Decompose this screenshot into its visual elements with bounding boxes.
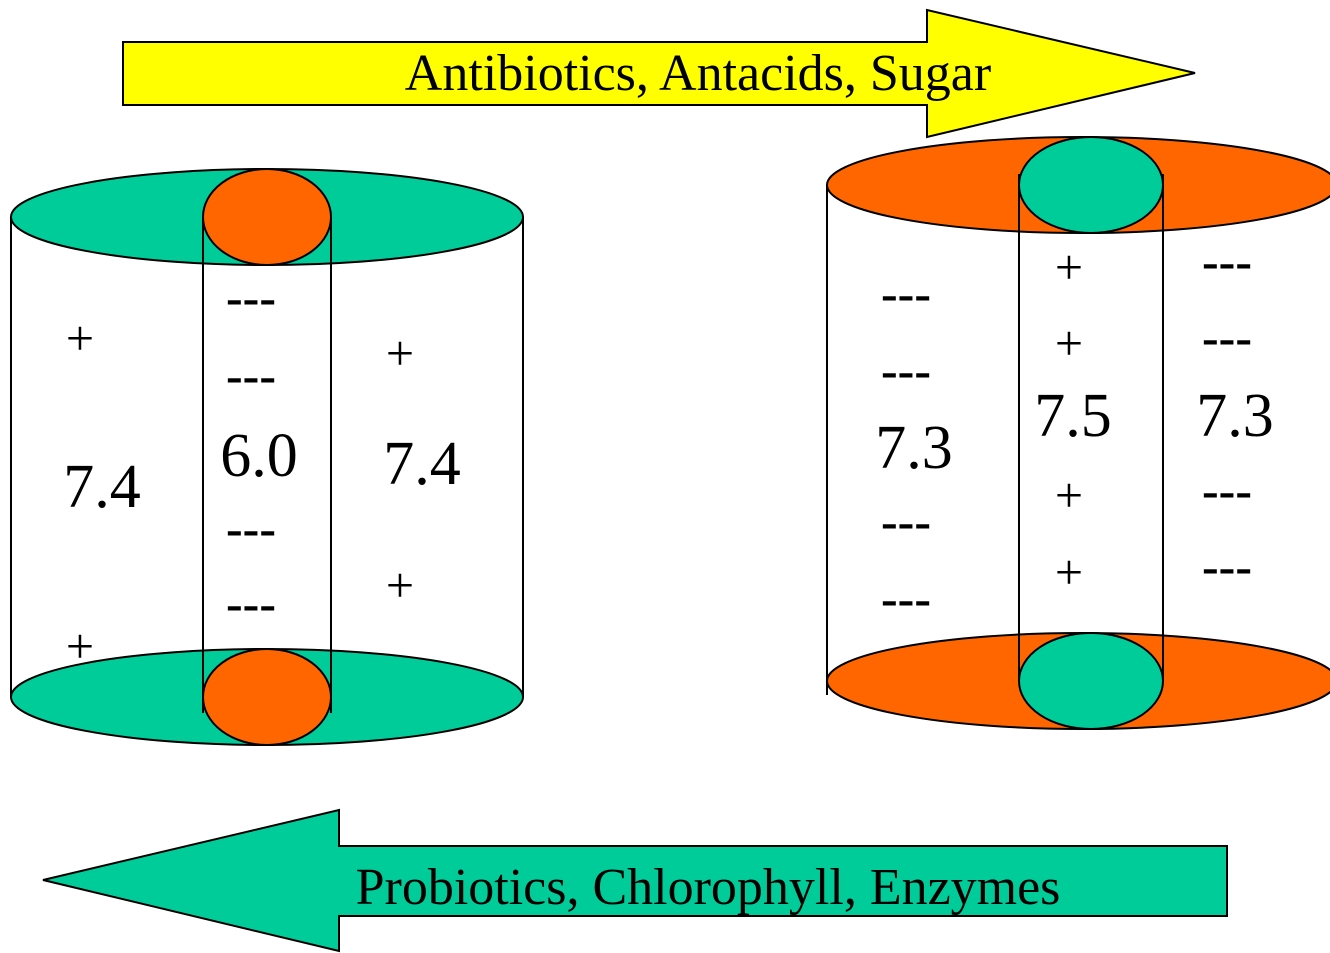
left-inner-sign-1: --- [226, 269, 276, 325]
right-outer-right-ph: 7.3 [1196, 382, 1274, 450]
top-arrow-shape [122, 8, 1196, 139]
left-inner-bottom-cap [202, 648, 332, 746]
right-inner-sign-4: + [1055, 544, 1083, 600]
right-inner-bottom-cap [1018, 632, 1164, 730]
right-inner-sign-1: + [1055, 239, 1083, 295]
right-outer-right-sign-3: --- [1202, 462, 1252, 518]
right-outer-right-sign-2: --- [1202, 309, 1252, 365]
left-outer-left-sign-2: + [66, 618, 94, 674]
bottom-arrow-shape [42, 808, 1228, 953]
left-inner-ph: 6.0 [220, 422, 298, 490]
left-inner-sign-2: --- [226, 347, 276, 403]
left-outer-left-sign-1: + [66, 310, 94, 366]
top-arrow-label: Antibiotics, Antacids, Sugar [405, 45, 991, 102]
left-inner-sign-4: --- [226, 575, 276, 631]
right-outer-left-sign-3: --- [881, 493, 931, 549]
right-outer-right-sign-1: --- [1202, 233, 1252, 289]
left-outer-right-ph: 7.4 [383, 430, 461, 498]
right-inner-sign-2: + [1055, 315, 1083, 371]
left-inner-top-cap [202, 168, 332, 266]
top-arrow: Antibiotics, Antacids, Sugar [122, 8, 1196, 139]
left-inner-sign-3: --- [226, 500, 276, 556]
left-cylinder: + 7.4 + --- --- 6.0 --- --- + 7.4 + [10, 168, 524, 746]
left-outer-left-ph: 7.4 [63, 453, 141, 521]
right-outer-left-sign-4: --- [881, 570, 931, 626]
right-cylinder: --- --- 7.3 --- --- + + 7.5 + + --- --- … [826, 136, 1330, 730]
right-inner-sign-3: + [1055, 467, 1083, 523]
right-outer-left-ph: 7.3 [875, 414, 953, 482]
right-inner-ph: 7.5 [1034, 382, 1112, 450]
left-outer-right-sign-1: + [386, 325, 414, 381]
right-outer-right-sign-4: --- [1202, 538, 1252, 594]
right-inner-top-cap [1018, 136, 1164, 234]
bottom-arrow-label: Probiotics, Chlorophyll, Enzymes [356, 859, 1061, 916]
left-outer-right-sign-2: + [386, 557, 414, 613]
bottom-arrow: Probiotics, Chlorophyll, Enzymes [42, 808, 1228, 953]
right-outer-left-sign-1: --- [881, 265, 931, 321]
right-outer-left-sign-2: --- [881, 342, 931, 398]
